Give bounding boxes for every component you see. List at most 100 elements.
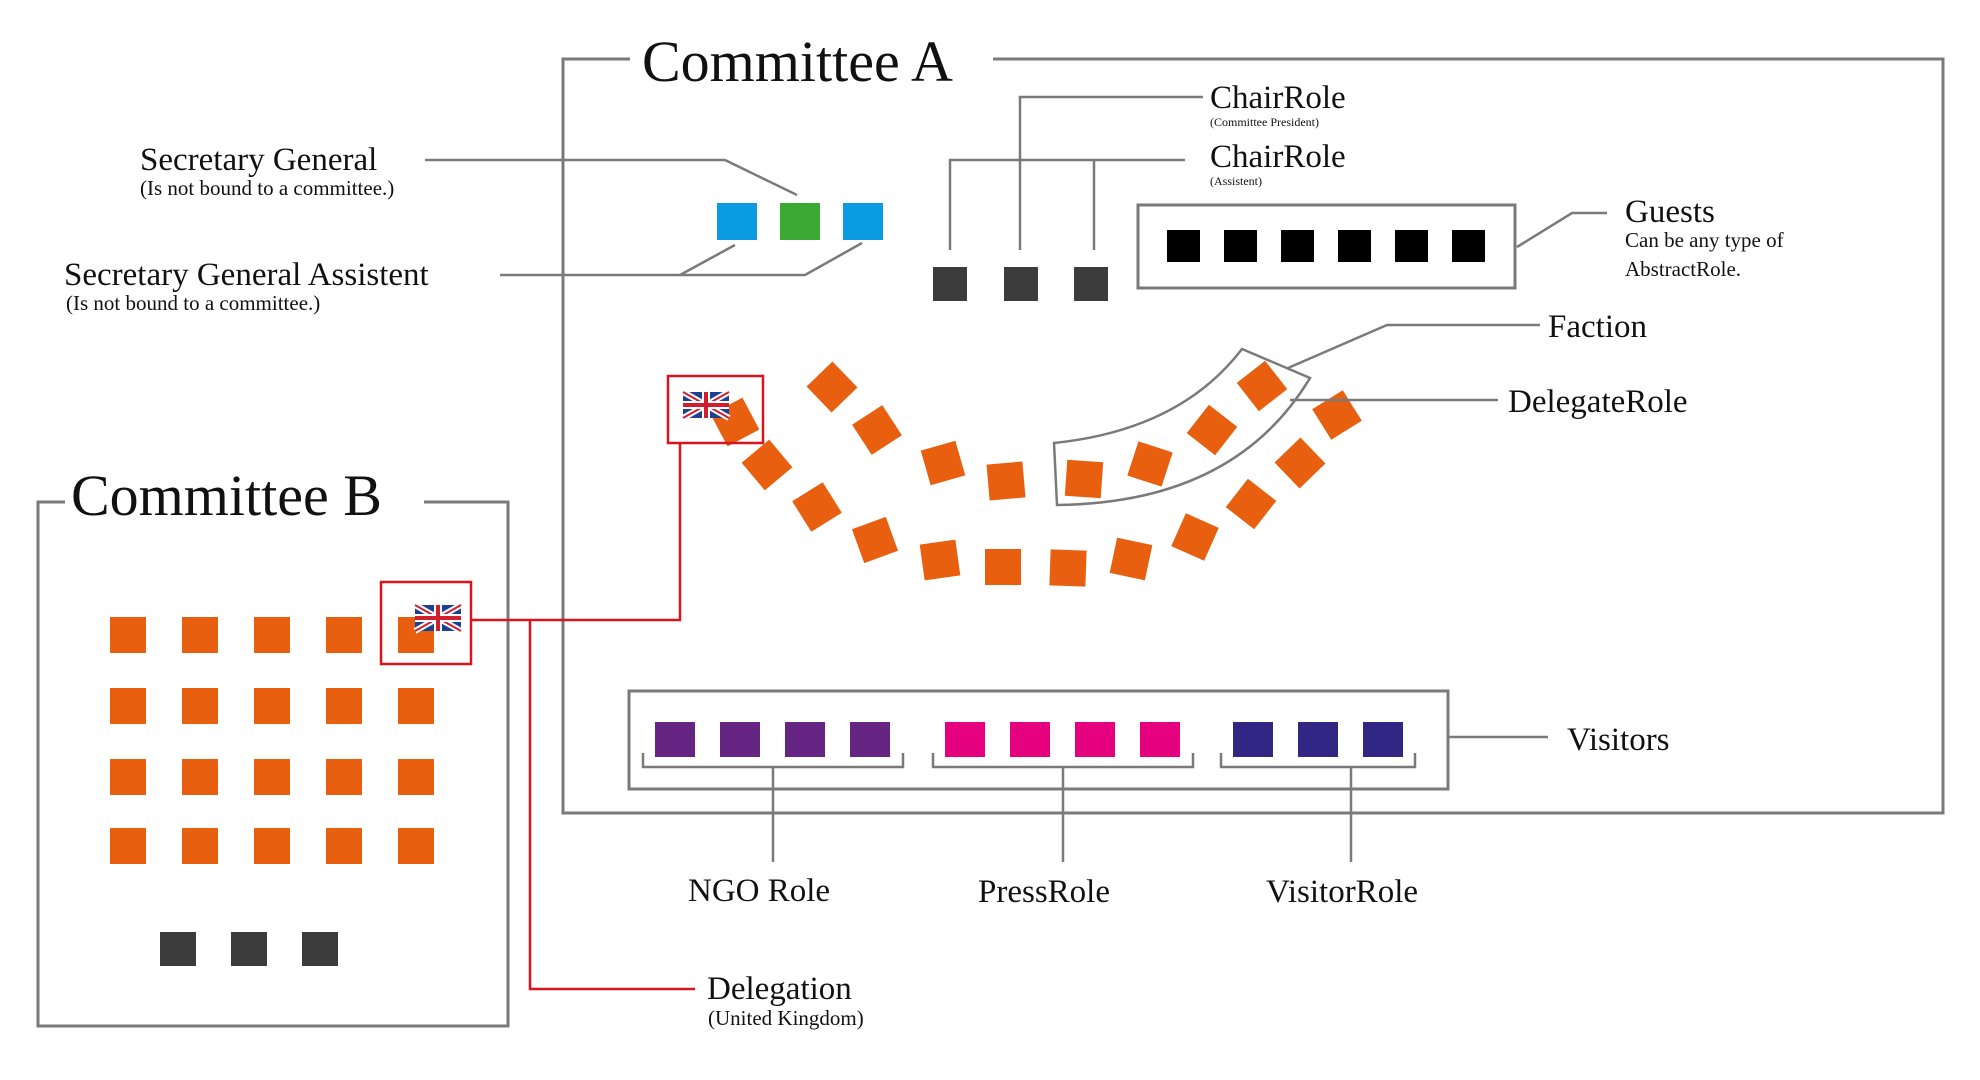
guests-leader-line [1516,211,1607,249]
chair-seat [1004,267,1038,301]
chair-seat [933,267,967,301]
delegate-seat [110,617,146,653]
chair-seat [160,932,196,966]
visitor-seats [1233,722,1403,757]
delegate-seat [852,405,902,455]
guest-seat [1452,230,1485,262]
visitor-seat [1298,722,1338,757]
chair-seat [302,932,338,966]
ngo-seat [655,722,695,757]
guest-seat [1167,230,1200,262]
visitors-label: Visitors [1567,722,1670,758]
delegate-seat [1109,537,1153,581]
chair-seat [231,932,267,966]
visitor-seat [1233,722,1273,757]
delegate-seat [741,439,793,491]
press-role-label: PressRole [978,874,1110,910]
guest-seat [1395,230,1428,262]
delegate-seat [254,828,290,864]
delegation-connector [471,443,695,991]
chair-seat [1074,267,1108,301]
guests-label: Guests [1625,194,1715,230]
delegate-seat [792,482,842,532]
delegate-seat [326,617,362,653]
delegate-seat [1225,478,1277,530]
sg-assistent-label: Secretary General Assistent [64,257,429,293]
visitors-box [627,689,1450,791]
press-seat [1140,722,1180,757]
delegate-seats-arc [710,360,1362,587]
delegate-seat [1312,390,1362,440]
guest-seats [1167,230,1485,262]
union-jack-flag-icon [683,392,729,418]
sg-label: Secretary General [140,142,377,178]
guests-note-1: Can be any type of [1625,228,1784,252]
sg-note: (Is not bound to a committee.) [140,176,394,200]
delegate-seat [920,440,966,486]
delegate-seat [398,828,434,864]
guest-seat [1281,230,1314,262]
delegate-seat [326,759,362,795]
delegate-seat [326,688,362,724]
delegate-seat [1171,513,1219,561]
committee-b-frame [36,500,510,1028]
faction-outline [1052,347,1312,507]
union-jack-flag-icon [415,605,461,631]
delegate-seat [851,516,899,564]
delegate-seat [985,549,1021,585]
delegate-seat [986,461,1026,501]
delegate-seat [182,617,218,653]
delegate-role-label: DelegateRole [1508,384,1688,420]
sg-assistent-seat-right [843,203,883,240]
visitor-seat [1363,722,1403,757]
delegate-seat [254,617,290,653]
delegate-seat [398,759,434,795]
chair-seats [933,267,1108,301]
delegation-note: (United Kingdom) [708,1006,864,1030]
sg-seat [780,203,820,240]
chair-assistent-note: (Assistent) [1210,174,1262,188]
chair-president-note: (Committee President) [1210,115,1319,129]
delegate-seat [1049,549,1087,587]
committee-b-title: Committee B [71,463,382,528]
delegate-seat [110,828,146,864]
ngo-seats [655,722,890,757]
faction-label: Faction [1548,309,1647,345]
chair-president-label: ChairRole [1210,80,1346,116]
secretary-general-seats [717,203,883,240]
delegate-seat [1127,441,1173,487]
press-seats [945,722,1180,757]
committee-b-chair-seats [160,932,338,966]
guests-note-2: AbstractRole. [1625,257,1741,281]
delegate-seat [1064,459,1104,499]
delegate-seat [254,759,290,795]
sg-assistent-seat-left [717,203,757,240]
visitor-group-brackets [641,735,1548,862]
committee-b-delegate-seats [110,617,434,864]
press-seat [1010,722,1050,757]
ngo-role-label: NGO Role [688,873,830,909]
press-seat [945,722,985,757]
delegate-seat [1236,360,1288,412]
ngo-seat [785,722,825,757]
delegate-seat [1186,404,1238,456]
press-seat [1075,722,1115,757]
faction-leader-line [1287,323,1540,370]
delegation-highlight-a [666,374,765,445]
sg-leader-lines [425,158,863,277]
guests-box [1136,203,1517,290]
delegate-seat [806,361,858,413]
delegation-highlight-b [379,580,473,666]
delegate-seat [182,688,218,724]
delegate-seat [254,688,290,724]
committee-a-title: Committee A [642,29,953,94]
guest-seat [1224,230,1257,262]
delegate-seat [110,759,146,795]
delegate-seat [398,688,434,724]
delegate-seat [326,828,362,864]
visitor-role-label: VisitorRole [1266,874,1418,910]
delegate-seat [919,539,961,581]
chair-assistent-label: ChairRole [1210,139,1346,175]
delegate-seat [182,759,218,795]
